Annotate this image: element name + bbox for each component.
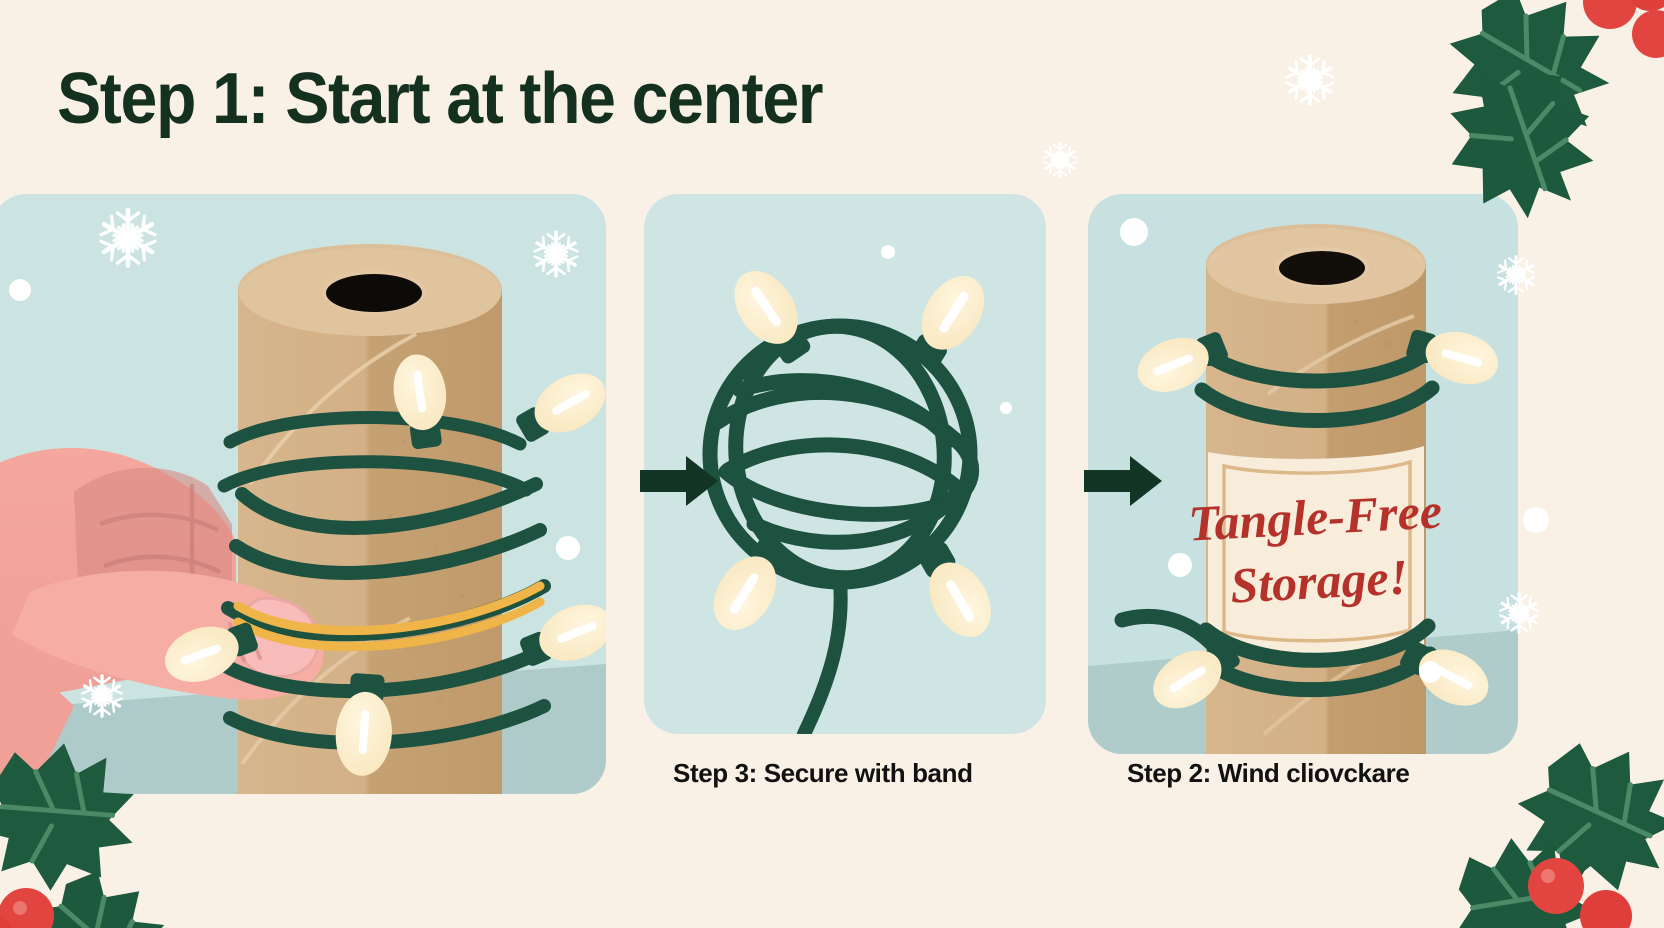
holly-leaf [1517,743,1664,891]
holly-leaf [1450,71,1594,219]
arrow-right-icon [1084,452,1164,510]
holly-berry [1583,0,1637,29]
labeled-tube-illustration: Tangle-Free Storage! [1088,224,1518,754]
light-bulbs [165,354,606,776]
snowflake-icon [1496,590,1542,636]
panel-step-3 [644,194,1046,734]
cord-tail [797,575,848,734]
snow-dot [1419,661,1441,683]
caption-step-2: Step 2: Wind cliovckare [1127,758,1410,788]
snow-dot [1168,553,1192,577]
caption-step-3: Step 3: Secure with band [673,758,973,788]
orange-rubber-band [233,581,545,652]
label-line-2: Storage! [1229,548,1409,613]
panel-2-artwork [644,194,1046,734]
snowflake-icon [530,228,582,280]
snowflake-icon [78,672,126,720]
light-bulbs [1137,329,1499,709]
holly-berry [1632,10,1664,58]
holly-bottom-right-decoration [1380,734,1664,928]
holly-bottom-left-decoration [0,738,264,928]
snow-dot [1120,218,1148,246]
label-line-1: Tangle-Free [1187,482,1443,551]
panel-step-2: Tangle-Free Storage! [1088,194,1518,754]
holly-berry [1580,890,1632,928]
green-light-string-back [217,411,533,497]
holly-berry [1629,0,1664,11]
storage-label [1208,446,1424,657]
snow-dot [556,536,580,560]
cord-top [1194,342,1440,428]
snow-dot [9,279,31,301]
arrow-right-icon [640,452,720,510]
snow-dot [881,245,895,259]
holly-top-right-decoration [1344,0,1664,219]
panel-step-1 [0,194,606,794]
holly-berry [0,914,12,928]
snowflake-icon [1040,140,1080,180]
snow-dot [1523,507,1549,533]
snowflake-icon [95,205,161,271]
snowflake-icon [1282,52,1338,108]
holly-berry [1528,858,1584,914]
coiled-light-bundle-illustration [702,271,991,734]
cord-coil [702,318,980,590]
snowflake-icon [1494,253,1538,297]
holly-leaf [0,743,134,891]
snow-dot [1000,402,1012,414]
panel-3-artwork: Tangle-Free Storage! [1088,194,1518,754]
light-bulbs [713,271,991,637]
page-title: Step 1: Start at the center [57,59,824,139]
